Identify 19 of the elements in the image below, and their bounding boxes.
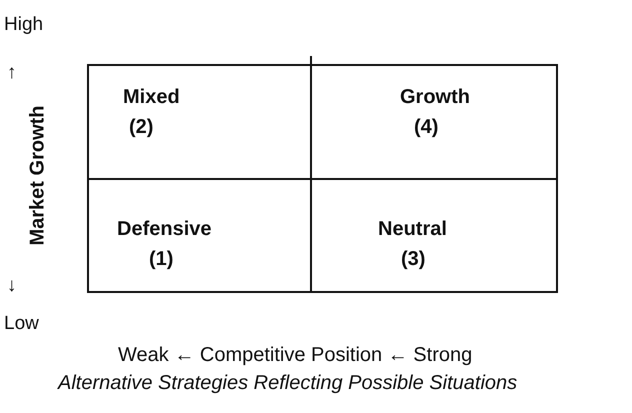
matrix-cell <box>87 178 312 293</box>
cell-number: (2) <box>129 116 154 139</box>
axis-title: Weak ← Competitive Position ← Strong <box>118 344 472 367</box>
matrix-cell <box>87 64 312 180</box>
axis-arrow: ↓ <box>7 275 16 297</box>
axis-title: Market Growth <box>26 105 50 246</box>
cell-title: Growth <box>400 86 470 109</box>
axis-end-label: High <box>4 14 44 36</box>
cell-number: (4) <box>414 116 438 139</box>
caption: Alternative Strategies Reflecting Possible Situations <box>58 372 518 395</box>
axis-end-label: Low <box>4 313 39 335</box>
cell-title: Mixed <box>123 86 180 109</box>
cell-number: (1) <box>149 248 174 271</box>
matrix-cell <box>310 64 558 180</box>
cell-title: Neutral <box>378 218 447 241</box>
cell-title: Defensive <box>117 218 212 241</box>
matrix-cell <box>310 178 558 293</box>
cell-number: (3) <box>401 248 426 271</box>
axis-arrow: ↑ <box>7 62 16 84</box>
